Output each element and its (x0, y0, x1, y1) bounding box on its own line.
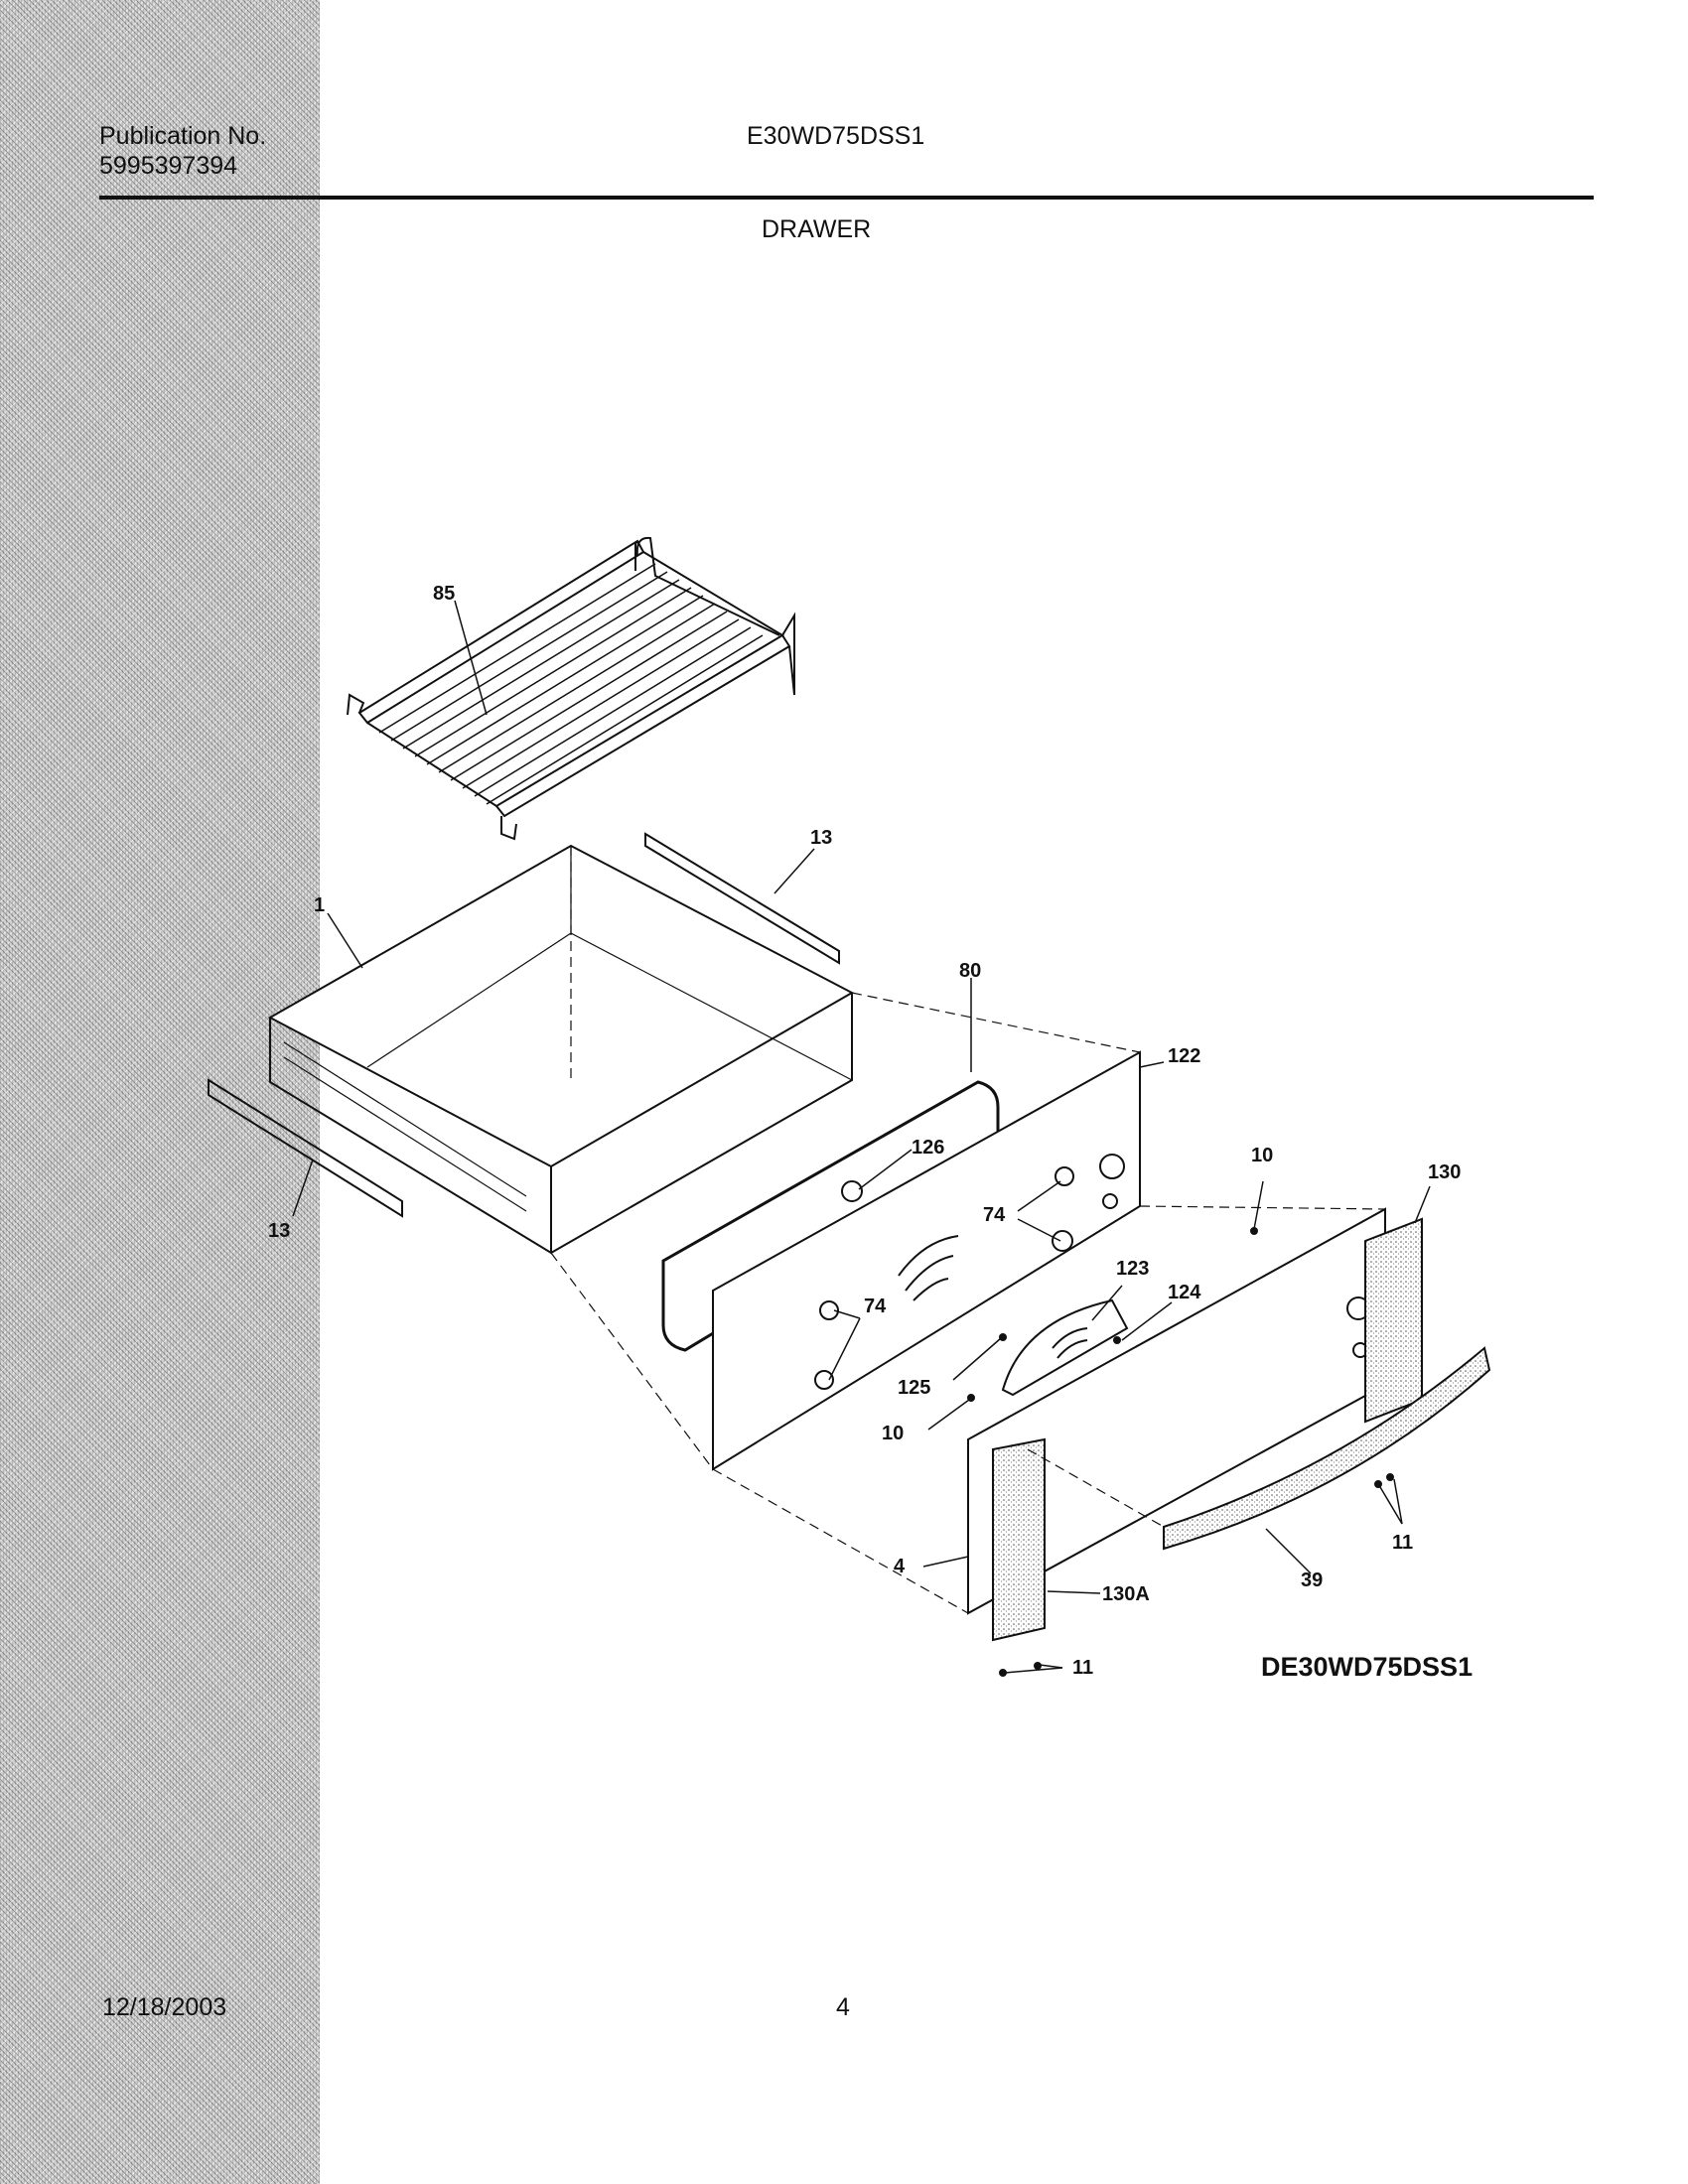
publication-number: 5995397394 (99, 152, 238, 180)
end-cap-part (992, 1217, 1423, 1642)
callout-80: 80 (959, 960, 981, 982)
callout-130a: 130A (1102, 1583, 1150, 1605)
model-number: E30WD75DSS1 (747, 122, 925, 150)
publication-date: 12/18/2003 (102, 1993, 227, 2021)
header-rule (99, 196, 1594, 200)
callout-85: 85 (433, 583, 455, 605)
callout-10-lower: 10 (882, 1423, 904, 1444)
slide-rail-part (208, 832, 840, 1218)
callout-126: 126 (912, 1137, 944, 1159)
callout-11-bottom: 11 (1072, 1657, 1093, 1679)
inner-panel-part (712, 1050, 1141, 1471)
control-overlay-part (1001, 1298, 1129, 1397)
callout-13-upper: 13 (810, 827, 832, 849)
callout-130: 130 (1428, 1161, 1461, 1183)
diagram-id: DE30WD75DSS1 (1261, 1652, 1473, 1682)
rack-part (347, 536, 795, 841)
callout-1: 1 (314, 894, 325, 916)
callout-labels: 85 13 1 13 80 122 126 74 74 10 130 123 1… (268, 583, 1473, 1682)
callout-11-right: 11 (1392, 1532, 1413, 1554)
callout-4: 4 (894, 1556, 906, 1577)
section-title: DRAWER (762, 215, 872, 243)
callout-74-upper: 74 (983, 1204, 1006, 1226)
callout-123: 123 (1116, 1258, 1149, 1280)
drawer-box-part (267, 844, 855, 1255)
handle-part (1163, 1346, 1491, 1551)
callout-39: 39 (1301, 1570, 1323, 1591)
callout-125: 125 (898, 1377, 930, 1399)
alignment-lines (550, 992, 1386, 1614)
page-number: 4 (836, 1993, 850, 2021)
callout-122: 122 (1168, 1045, 1200, 1067)
speckled-margin (0, 0, 320, 2184)
callout-13-lower: 13 (268, 1220, 290, 1242)
leader-lines (292, 600, 1431, 1674)
callout-124: 124 (1168, 1282, 1201, 1303)
callout-10-upper: 10 (1251, 1145, 1273, 1166)
callout-74-lower: 74 (864, 1296, 887, 1317)
publication-label: Publication No. (99, 122, 267, 150)
